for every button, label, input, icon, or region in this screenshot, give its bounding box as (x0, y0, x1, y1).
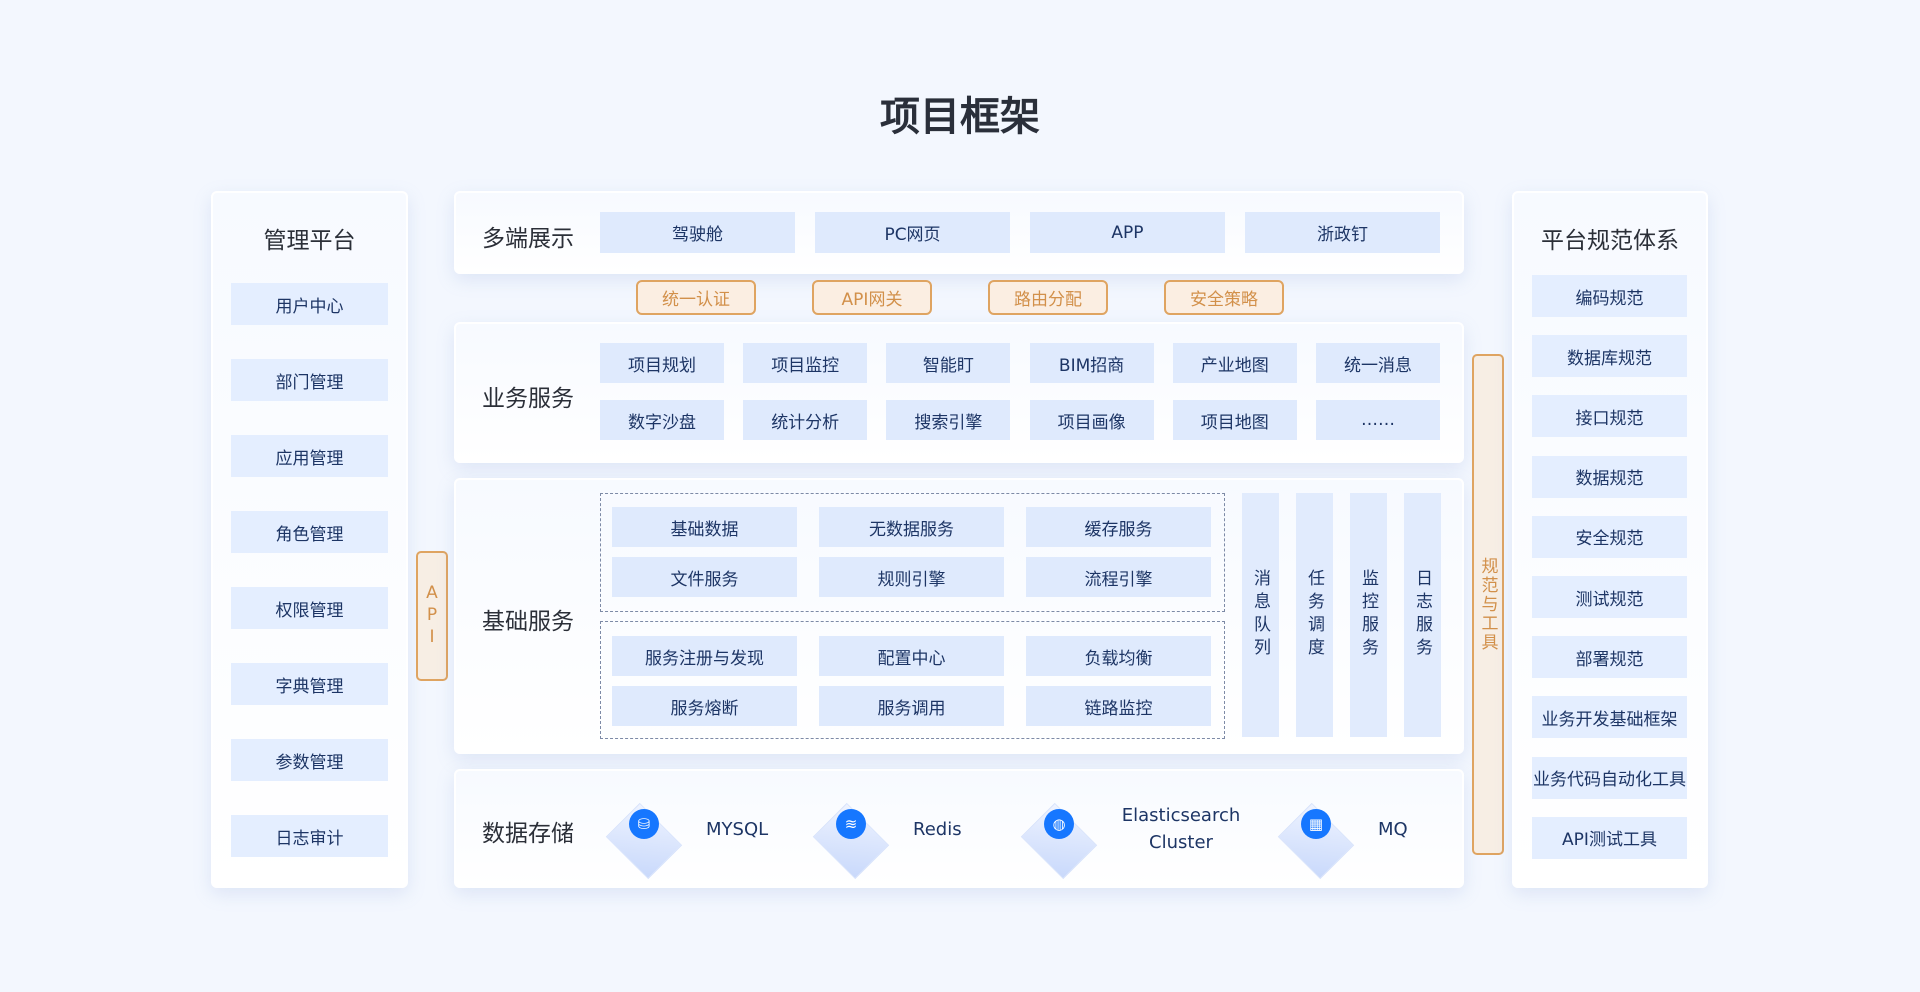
left-item: 应用管理 (231, 435, 388, 477)
base-item: 基础数据 (612, 507, 797, 547)
base-item: 负载均衡 (1026, 636, 1211, 676)
base-service-panel: 基础服务 基础数据无数据服务缓存服务文件服务规则引擎流程引擎服务注册与发现配置中… (454, 478, 1464, 754)
base-item: 无数据服务 (819, 507, 1004, 547)
service-group-2 (600, 621, 1225, 739)
base-item: 链路监控 (1026, 686, 1211, 726)
infra-column: 监控服务 (1350, 493, 1387, 737)
tools-label: 规范与工具 (1472, 354, 1504, 855)
business-item: 产业地图 (1172, 343, 1297, 383)
platform-standards-panel: 平台规范体系 编码规范数据库规范接口规范数据规范安全规范测试规范部署规范业务开发… (1512, 191, 1708, 888)
gateway-tag: 安全策略 (1164, 280, 1284, 315)
standard-item: API测试工具 (1532, 816, 1687, 859)
base-item: 配置中心 (819, 636, 1004, 676)
base-item: 规则引擎 (819, 557, 1004, 597)
storage-item: ⛁ MYSQL (604, 789, 769, 880)
section-title: 业务服务 (482, 386, 574, 412)
infra-column: 任务调度 (1296, 493, 1333, 737)
standard-item: 编码规范 (1532, 275, 1687, 317)
gateway-tag: 统一认证 (636, 280, 756, 315)
storage-label: MQ (1378, 818, 1408, 840)
infra-column: 日志服务 (1404, 493, 1441, 737)
storage-item: ≋ Redis (811, 789, 962, 880)
left-item: 权限管理 (231, 587, 388, 629)
page-title: 项目框架 (880, 94, 1040, 140)
left-item: 角色管理 (231, 511, 388, 553)
display-item: APP (1030, 212, 1225, 253)
left-item: 参数管理 (231, 739, 388, 781)
globe-icon: ◍ (1019, 789, 1099, 880)
service-group-1 (600, 493, 1225, 612)
panel-title: 平台规范体系 (1541, 228, 1679, 254)
business-item: 统计分析 (743, 400, 868, 440)
business-item: 项目地图 (1172, 400, 1297, 440)
gateway-tag: API网关 (812, 280, 932, 315)
display-panel: 多端展示 驾驶舱 PC网页 APP 浙政钉 (454, 191, 1464, 274)
stack-icon: ≋ (811, 789, 891, 880)
standard-item: 业务代码自动化工具 (1532, 756, 1687, 799)
standard-item: 部署规范 (1532, 636, 1687, 679)
base-item: 缓存服务 (1026, 507, 1211, 547)
storage-label: Elasticsearch Cluster (1121, 805, 1241, 853)
section-title: 数据存储 (482, 821, 574, 847)
business-item: BIM招商 (1029, 343, 1154, 383)
base-item: 服务注册与发现 (612, 636, 797, 676)
display-item: 驾驶舱 (600, 212, 795, 253)
section-title: 多端展示 (482, 226, 574, 252)
standard-item: 接口规范 (1532, 395, 1687, 438)
left-item: 部门管理 (231, 359, 388, 401)
business-panel: 业务服务 项目规划项目监控智能盯 BIM招商产业地图统一消息数字沙盘统计分析搜索引… (454, 322, 1464, 463)
business-item: …… (1316, 400, 1440, 440)
building-icon: ▦ (1276, 789, 1356, 880)
left-item: 字典管理 (231, 663, 388, 705)
storage-label: MYSQL (706, 818, 769, 840)
storage-label: Redis (913, 818, 962, 840)
business-item: 数字沙盘 (600, 400, 724, 440)
database-icon: ⛁ (604, 789, 684, 880)
base-item: 服务熔断 (612, 686, 797, 726)
business-item: 项目画像 (1029, 400, 1154, 440)
base-item: 服务调用 (819, 686, 1004, 726)
panel-title: 管理平台 (263, 228, 356, 254)
base-item: 流程引擎 (1026, 557, 1211, 597)
standard-item: 安全规范 (1532, 515, 1687, 558)
api-label: API (416, 551, 448, 681)
standard-item: 数据库规范 (1532, 335, 1687, 378)
business-item: 项目规划 (600, 343, 724, 383)
business-item: 项目监控 (743, 343, 868, 383)
business-item: 智能盯 (886, 343, 1011, 383)
gateway-tag: 路由分配 (988, 280, 1108, 315)
standard-item: 测试规范 (1532, 576, 1687, 618)
infra-column: 消息队列 (1242, 493, 1279, 737)
data-storage-panel: 数据存储 ⛁ MYSQL ≋ Redis ◍ Elasticsearch Cluster ▦… (454, 769, 1464, 888)
left-item: 用户中心 (231, 283, 388, 325)
left-item: 日志审计 (231, 815, 388, 857)
storage-item: ▦ MQ (1276, 789, 1408, 880)
business-item: 搜索引擎 (886, 400, 1011, 440)
business-item: 统一消息 (1316, 343, 1440, 383)
standard-item: 数据规范 (1532, 455, 1687, 498)
management-platform-panel: 管理平台 用户中心部门管理应用管理角色管理权限管理字典管理参数管理日志审计 (211, 191, 408, 888)
standard-item: 业务开发基础框架 (1532, 696, 1687, 739)
display-item: PC网页 (815, 212, 1010, 253)
base-item: 文件服务 (612, 557, 797, 597)
section-title: 基础服务 (482, 609, 574, 635)
display-item: 浙政钉 (1245, 212, 1440, 253)
storage-item: ◍ Elasticsearch Cluster (1019, 789, 1241, 880)
